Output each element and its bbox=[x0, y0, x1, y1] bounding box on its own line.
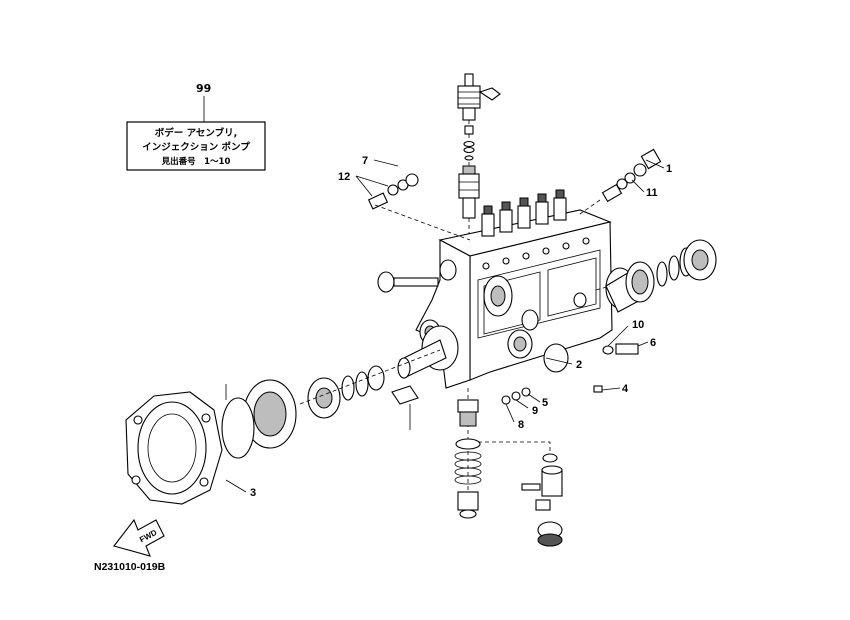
right-bearing-group bbox=[595, 239, 717, 313]
callout-9: 9 bbox=[532, 405, 538, 417]
plunger-spring-stack bbox=[454, 388, 482, 520]
callout-7: 7 bbox=[362, 155, 368, 167]
washer-10 bbox=[602, 345, 614, 355]
callout-3: 3 bbox=[250, 487, 256, 499]
reference-box-line2: インジェクション ポンプ bbox=[142, 141, 250, 153]
pump-body bbox=[415, 189, 613, 389]
callout-8: 8 bbox=[518, 419, 524, 431]
bolt-6 bbox=[615, 343, 639, 355]
callout-4: 4 bbox=[622, 383, 629, 395]
washer-9 bbox=[511, 391, 521, 401]
reference-box-line1: ボデー アセンブリ, bbox=[155, 127, 237, 139]
reference-box-line3: 見出番号 1～10 bbox=[161, 156, 231, 167]
part-1-11-fitting bbox=[579, 148, 662, 215]
callout-10: 10 bbox=[632, 319, 644, 331]
callout-99: 99 bbox=[196, 82, 211, 95]
callout-11: 11 bbox=[646, 187, 658, 199]
callout-6: 6 bbox=[650, 337, 656, 349]
tappet-roller-group bbox=[478, 441, 563, 547]
drawing-code: N231010-019B bbox=[94, 561, 166, 573]
callouts: 1 2 3 4 5 6 7 8 9 10 11 12 bbox=[225, 155, 672, 499]
delivery-valve-stack bbox=[457, 73, 501, 240]
o-ring-2 bbox=[543, 343, 569, 373]
bolt-4 bbox=[593, 385, 603, 393]
washer-8 bbox=[501, 395, 511, 405]
reference-box: 99 ボデー アセンブリ, インジェクション ポンプ 見出番号 1～10 bbox=[126, 82, 266, 171]
callout-1: 1 bbox=[666, 163, 672, 175]
fwd-arrow-icon: FWD bbox=[113, 518, 165, 557]
callout-12: 12 bbox=[338, 171, 350, 183]
callout-2: 2 bbox=[576, 359, 582, 371]
left-shaft-group bbox=[299, 271, 459, 430]
small-hardware bbox=[501, 343, 639, 405]
reference-box-frame bbox=[126, 121, 266, 171]
callout-5: 5 bbox=[542, 397, 548, 409]
drive-flange-group bbox=[221, 379, 297, 459]
gear-housing bbox=[125, 391, 223, 505]
part-7-12-banjo bbox=[367, 173, 471, 241]
